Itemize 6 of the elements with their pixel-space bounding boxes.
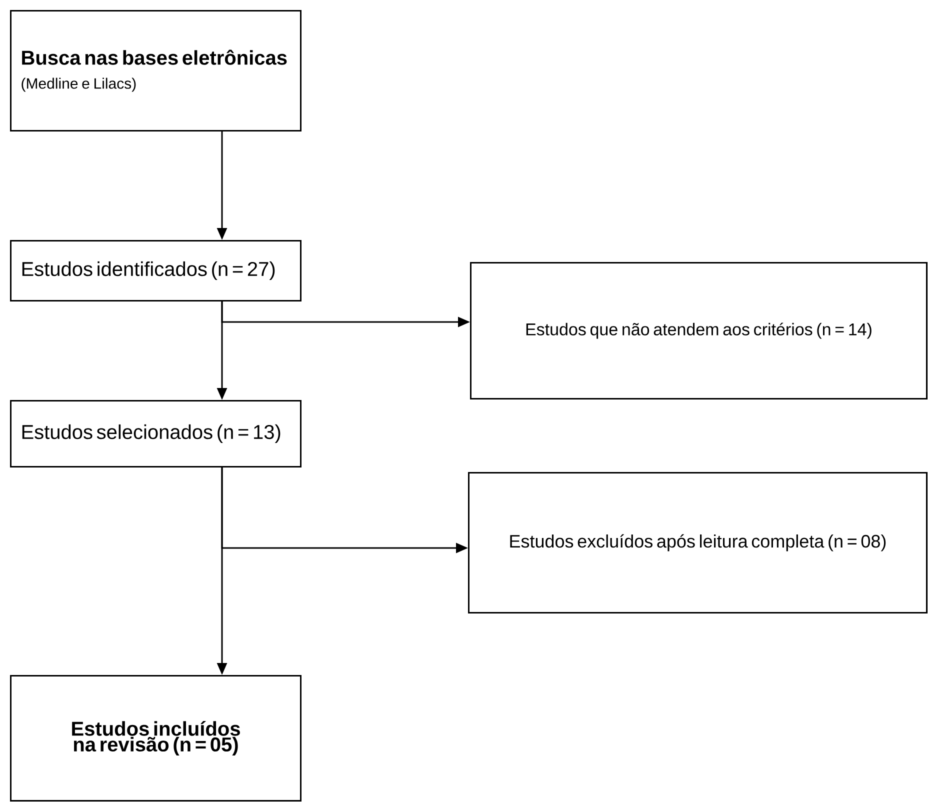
process-box: Estudos que não atendem aos critérios (n = 14) <box>470 262 928 400</box>
process-box: Estudos incluídos na revisão (n = 05) <box>10 675 302 802</box>
process-box: Estudos selecionados (n = 13) <box>10 400 302 468</box>
process-box: Estudos identificados (n = 27) <box>10 240 302 302</box>
process-box: Busca nas bases eletrônicas (Medline e Lilacs) <box>10 10 302 132</box>
process-box: Estudos excluídos após leitura completa (n = 08) <box>468 472 928 614</box>
